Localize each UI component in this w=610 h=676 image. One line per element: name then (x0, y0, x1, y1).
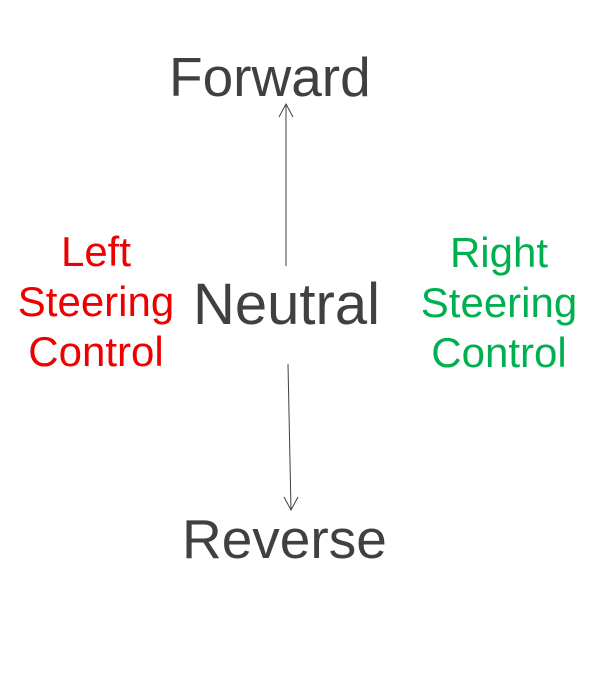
forward-arrow-head (278, 102, 294, 118)
left-steering-line-2: Steering (17, 278, 175, 325)
reverse-arrow-shaft (287, 363, 292, 511)
reverse-arrow-head (283, 496, 299, 512)
left-steering-control-label: Left Steering Control (4, 227, 188, 377)
right-steering-line-3: Control (431, 329, 567, 376)
right-steering-control-label: Right Steering Control (407, 228, 591, 378)
forward-label: Forward (169, 46, 371, 108)
neutral-label: Neutral (193, 272, 380, 337)
left-steering-line-3: Control (28, 328, 164, 375)
right-steering-line-1: Right (449, 229, 549, 276)
reverse-arrow (283, 363, 299, 512)
left-steering-line-1: Left (60, 228, 132, 275)
forward-arrow (278, 102, 294, 266)
right-steering-line-2: Steering (420, 279, 578, 326)
reverse-label: Reverse (182, 508, 387, 570)
